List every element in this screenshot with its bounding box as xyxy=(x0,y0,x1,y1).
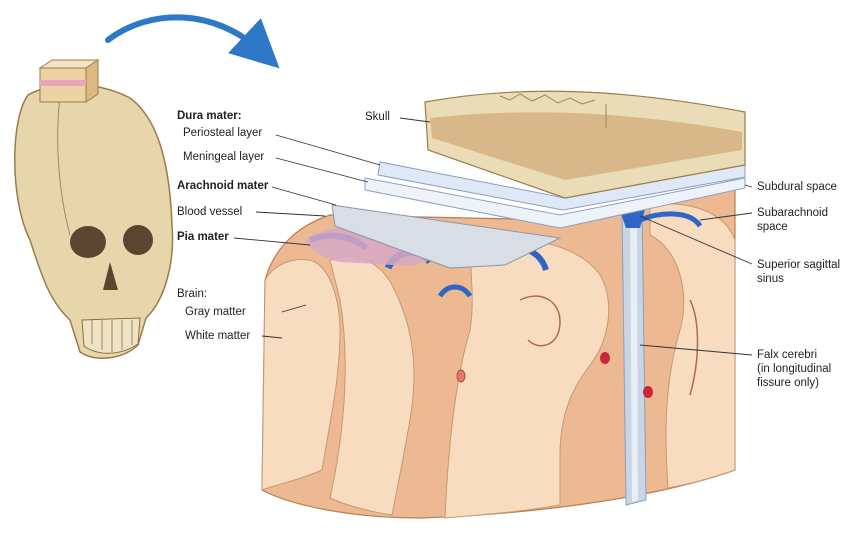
skull-icon xyxy=(15,60,173,358)
label-brain: Brain: xyxy=(177,287,207,301)
label-superior-sagittal-sinus: Superior sagittal sinus xyxy=(757,258,840,286)
label-superior-sagittal-sinus-line2: sinus xyxy=(757,272,840,286)
label-periosteal-layer: Periosteal layer xyxy=(183,126,262,140)
label-falx-cerebri-line1: Falx cerebri xyxy=(757,348,831,362)
label-meningeal-layer: Meningeal layer xyxy=(183,150,264,164)
label-gray-matter: Gray matter xyxy=(185,305,246,319)
label-skull: Skull xyxy=(365,110,390,124)
label-falx-cerebri-line3: fissure only) xyxy=(757,376,831,390)
label-superior-sagittal-sinus-line1: Superior sagittal xyxy=(757,258,840,272)
label-subarachnoid-space-line1: Subarachnoid xyxy=(757,206,828,220)
label-falx-cerebri-line2: (in longitudinal xyxy=(757,362,831,376)
label-subarachnoid-space-line2: space xyxy=(757,220,828,234)
label-subarachnoid-space: Subarachnoid space xyxy=(757,206,828,234)
label-arachnoid-mater: Arachnoid mater xyxy=(177,179,268,193)
label-pia-mater: Pia mater xyxy=(177,230,229,244)
label-blood-vessel: Blood vessel xyxy=(177,205,242,219)
label-subdural-space: Subdural space xyxy=(757,180,837,194)
label-white-matter: White matter xyxy=(185,329,250,343)
curved-arrow-icon xyxy=(108,17,262,52)
label-dura-mater: Dura mater: xyxy=(177,109,242,123)
label-falx-cerebri: Falx cerebri (in longitudinal fissure on… xyxy=(757,348,831,390)
